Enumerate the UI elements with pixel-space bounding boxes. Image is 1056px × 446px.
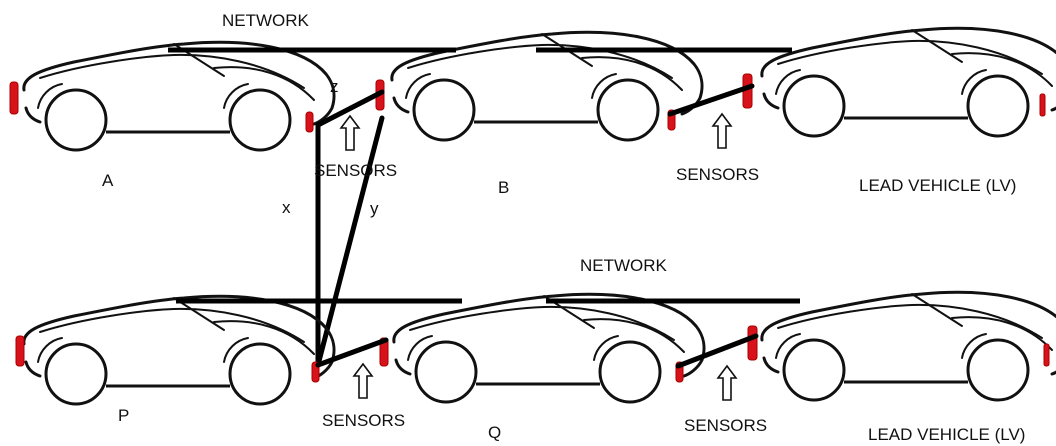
sensor-arrow-top-2 — [712, 113, 732, 149]
network-label-bottom: NETWORK — [580, 256, 668, 275]
lead-vehicle-bottom — [747, 290, 1056, 402]
sensor-link-bottom-left — [315, 337, 389, 368]
lead-vehicle-top — [742, 26, 1056, 138]
sensor-arrow-top-1 — [340, 115, 360, 151]
car-a — [9, 40, 336, 152]
car-p-front-light — [15, 335, 25, 367]
link-y-label: y — [370, 199, 379, 218]
lead-top-rear-light — [1039, 93, 1046, 117]
lead-vehicle-label-top: LEAD VEHICLE (LV) — [859, 176, 1016, 195]
sensors-label-bottom-1: SENSORS — [322, 411, 405, 430]
car-b-label: B — [498, 178, 509, 197]
network-label-top: NETWORK — [222, 11, 310, 30]
sensors-label-bottom-2: SENSORS — [684, 416, 767, 435]
sensors-label-top-2: SENSORS — [676, 165, 759, 184]
sensor-link-bottom-right — [675, 333, 759, 369]
link-z-label: z — [330, 77, 339, 96]
sensor-arrow-bottom-1 — [353, 363, 373, 399]
car-q-front-light — [379, 337, 389, 367]
car-a-label: A — [102, 171, 114, 190]
car-b — [375, 30, 704, 142]
lead-vehicle-label-bottom: LEAD VEHICLE (LV) — [868, 425, 1025, 444]
link-x-label: x — [282, 198, 291, 217]
car-p-label: P — [118, 406, 129, 425]
link-y — [315, 115, 385, 368]
sensor-arrow-bottom-2 — [717, 365, 737, 401]
sensors-label-top-1: SENSORS — [314, 161, 397, 180]
car-q — [379, 292, 706, 404]
lead-bottom-front-light — [747, 325, 758, 361]
lead-bottom-rear-light — [1043, 343, 1050, 367]
car-p — [15, 294, 336, 406]
sensor-link-top-right — [667, 83, 755, 117]
car-q-label: Q — [488, 423, 501, 442]
link-z — [315, 89, 385, 128]
car-a-rear-light — [305, 111, 314, 133]
car-a-front-light — [9, 81, 19, 115]
